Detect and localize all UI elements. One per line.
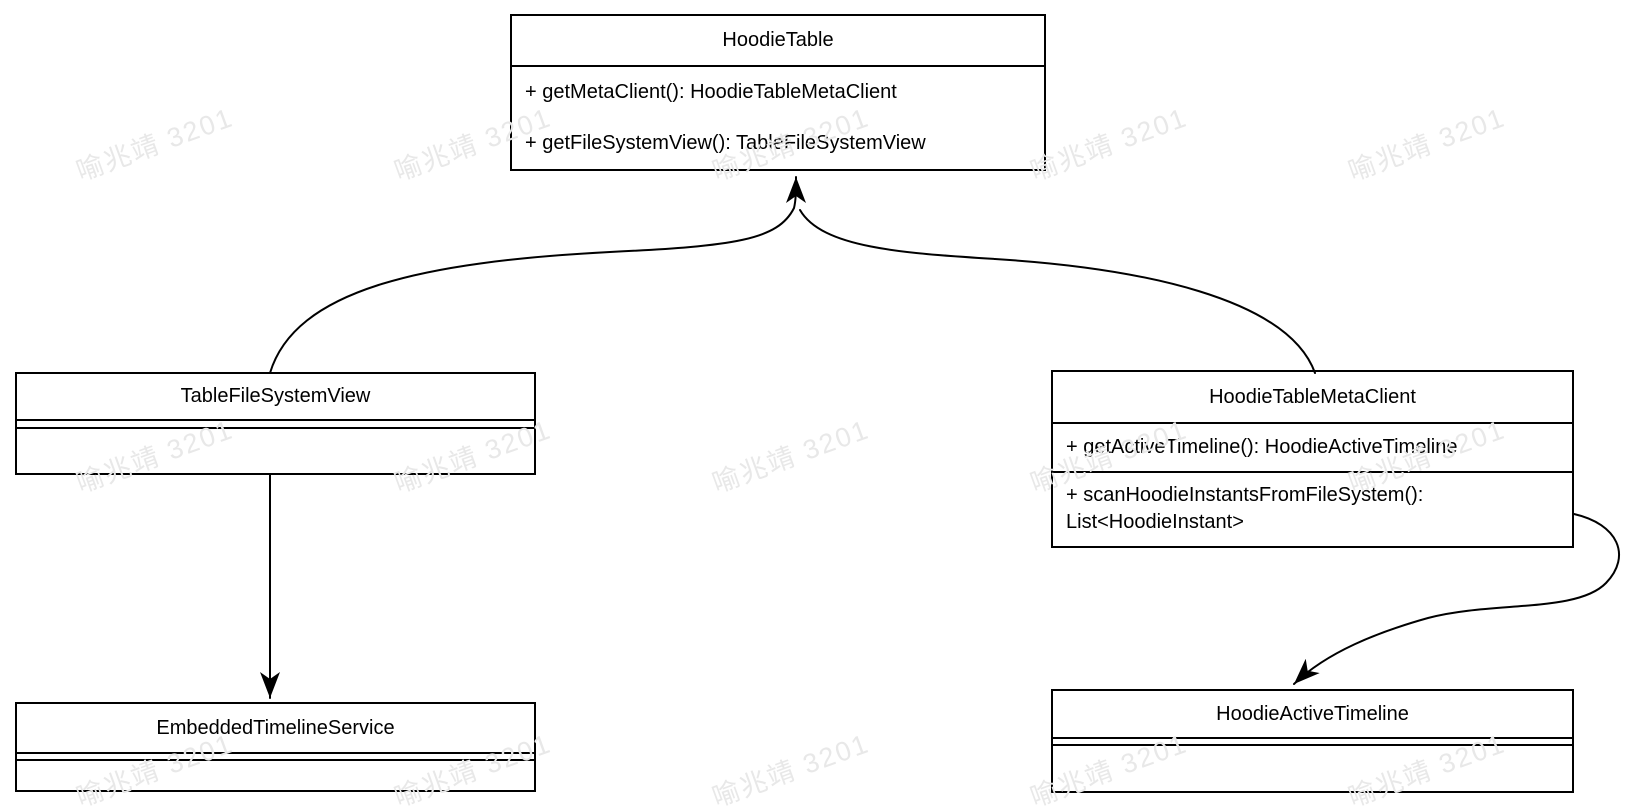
empty-attributes-compartment	[17, 421, 534, 429]
watermark-text: 喻兆靖 3201	[708, 414, 874, 499]
empty-attributes-compartment	[1053, 739, 1572, 746]
class-title-hoodie-table: HoodieTable	[512, 16, 1044, 67]
watermark-text: 喻兆靖 3201	[72, 102, 238, 187]
empty-methods-compartment	[17, 761, 534, 790]
method-get-active-timeline: + getActiveTimeline(): HoodieActiveTimel…	[1053, 424, 1572, 473]
arrow-hoodietablemetaclient-to-hoodietable	[799, 209, 1316, 374]
arrow-tablefilesystemview-to-hoodietable	[269, 176, 806, 374]
method-get-meta-client: + getMetaClient(): HoodieTableMetaClient	[525, 81, 897, 103]
class-box-hoodie-active-timeline: HoodieActiveTimeline	[1051, 689, 1574, 793]
empty-methods-compartment	[17, 429, 534, 473]
watermark-text: 喻兆靖 3201	[1344, 102, 1510, 187]
class-title-hoodie-table-meta-client: HoodieTableMetaClient	[1053, 372, 1572, 424]
class-box-embedded-timeline-service: EmbeddedTimelineService	[15, 702, 536, 792]
empty-methods-compartment	[1053, 746, 1572, 791]
method-scan-hoodie-instants: + scanHoodieInstantsFromFileSystem(): Li…	[1066, 484, 1424, 533]
class-box-table-file-system-view: TableFileSystemView	[15, 372, 536, 475]
class-methods-hoodie-table: + getMetaClient(): HoodieTableMetaClient…	[512, 67, 1044, 169]
empty-attributes-compartment	[17, 754, 534, 761]
watermark-text: 喻兆靖 3201	[708, 728, 874, 812]
class-title-table-file-system-view: TableFileSystemView	[17, 374, 534, 421]
class-box-hoodie-table: HoodieTable + getMetaClient(): HoodieTab…	[510, 14, 1046, 171]
class-title-embedded-timeline-service: EmbeddedTimelineService	[17, 704, 534, 754]
class-box-hoodie-table-meta-client: HoodieTableMetaClient + getActiveTimelin…	[1051, 370, 1574, 548]
method-get-file-system-view: + getFileSystemView(): TableFileSystemVi…	[525, 132, 926, 154]
watermark-text: 喻兆靖 3201	[1026, 102, 1192, 187]
class-title-hoodie-active-timeline: HoodieActiveTimeline	[1053, 691, 1572, 739]
